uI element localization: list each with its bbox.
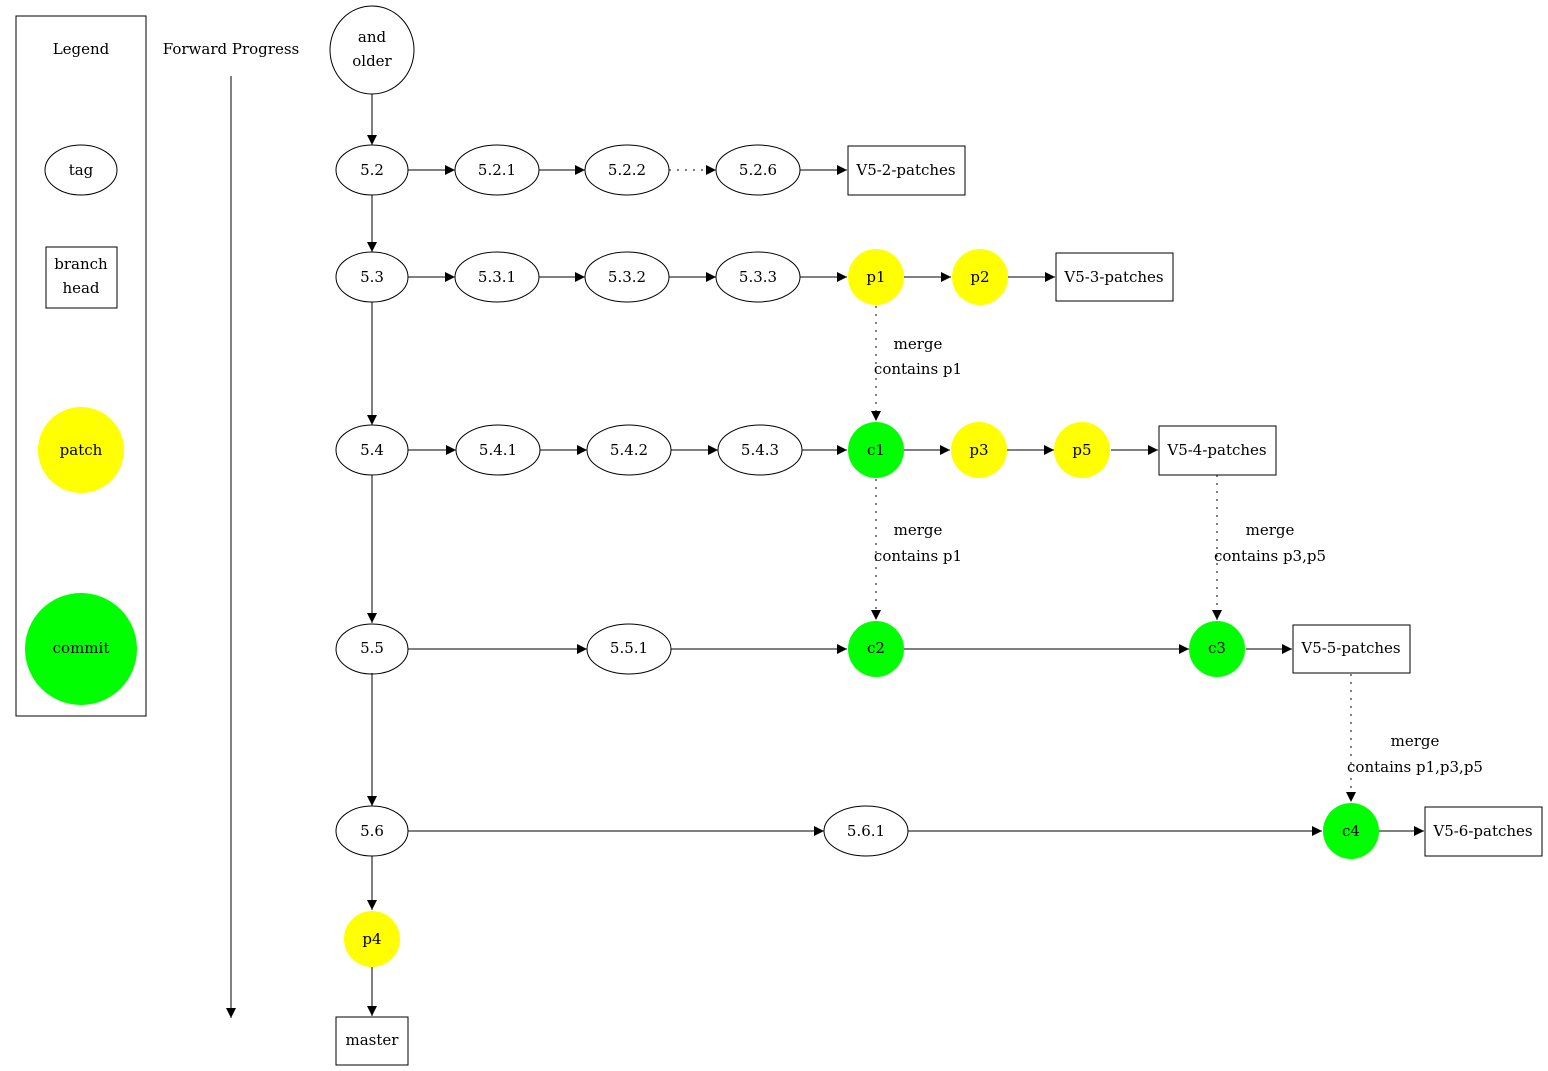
branch-v5-3-patches-label: V5-3-patches <box>1063 268 1163 286</box>
patch-p2 <box>952 249 1008 305</box>
tag-5-4 <box>335 424 409 476</box>
node-older-label-2: older <box>352 52 392 70</box>
branch-v5-5-patches <box>1292 624 1411 674</box>
tag-5-3 <box>335 251 409 303</box>
tag-5-5 <box>335 623 409 675</box>
tag-5-3-3 <box>715 251 801 303</box>
tag-5-4-2-label: 5.4.2 <box>610 441 648 459</box>
commit-c2-label: c2 <box>867 639 885 657</box>
tag-5-3-3-label: 5.3.3 <box>739 268 777 286</box>
tag-5-5-1 <box>586 623 672 675</box>
tag-5-2-2 <box>584 144 670 196</box>
legend-frame <box>15 15 147 717</box>
branch-v5-6-patches <box>1424 806 1543 857</box>
patch-p3 <box>951 422 1007 478</box>
patch-p1 <box>848 249 904 305</box>
tag-5-4-label: 5.4 <box>360 441 384 459</box>
legend-branch-head-label-1: branch <box>54 255 108 273</box>
tag-5-6-label: 5.6 <box>360 822 384 840</box>
merge-label-2-line-2: contains p1 <box>874 547 962 565</box>
nodes: and older 5.2 5.2.1 5.2.2 5.2.6 V5-2-pat… <box>329 5 1543 1066</box>
patch-p5 <box>1054 422 1110 478</box>
patch-p1-label: p1 <box>866 268 885 286</box>
merge-label-3-line-1: merge <box>1246 521 1295 539</box>
merge-label-1-line-2: contains p1 <box>874 360 962 378</box>
node-older-label-1: and <box>358 28 387 46</box>
patch-p5-label: p5 <box>1072 441 1091 459</box>
commit-c1 <box>848 422 904 478</box>
tag-5-4-3 <box>717 424 803 476</box>
branch-v5-4-patches <box>1158 425 1277 476</box>
tag-5-5-label: 5.5 <box>360 639 384 657</box>
tag-5-4-2 <box>586 424 672 476</box>
commit-c3 <box>1189 621 1245 677</box>
patch-p3-label: p3 <box>969 441 988 459</box>
forward-progress-label: Forward Progress <box>163 40 299 58</box>
merge-label-1-line-1: merge <box>894 335 943 353</box>
merge-label-4-line-1: merge <box>1391 732 1440 750</box>
tag-5-2-label: 5.2 <box>360 161 384 179</box>
merge-label-2-line-1: merge <box>894 521 943 539</box>
branch-v5-3-patches <box>1055 252 1174 302</box>
edges <box>367 94 1424 1016</box>
tag-5-2-2-label: 5.2.2 <box>608 161 646 179</box>
legend-tag-label: tag <box>69 161 94 179</box>
legend-patch-shape <box>38 407 124 493</box>
branch-v5-6-patches-label: V5-6-patches <box>1432 822 1532 840</box>
tag-5-2-1 <box>454 144 540 196</box>
tag-5-3-2-label: 5.3.2 <box>608 268 646 286</box>
commit-c1-label: c1 <box>867 441 885 459</box>
branch-v5-2-patches <box>847 145 966 196</box>
tag-5-5-1-label: 5.5.1 <box>610 639 648 657</box>
merge-labels: merge contains p1 merge contains p1 merg… <box>874 335 1483 776</box>
tag-5-6 <box>335 805 409 857</box>
node-older-shape <box>329 5 415 95</box>
legend-branch-head-label-2: head <box>62 279 99 297</box>
branch-master <box>335 1016 409 1066</box>
patch-p2-label: p2 <box>970 268 989 286</box>
legend: Legend tag branch head patch commit <box>15 15 147 717</box>
patch-p4-label: p4 <box>362 930 381 948</box>
tag-5-2-1-label: 5.2.1 <box>478 161 516 179</box>
branch-v5-4-patches-label: V5-4-patches <box>1166 441 1266 459</box>
commit-c2 <box>848 621 904 677</box>
tag-5-3-1-label: 5.3.1 <box>478 268 516 286</box>
commit-c4 <box>1323 803 1379 859</box>
tag-5-4-1-label: 5.4.1 <box>479 441 517 459</box>
branch-v5-5-patches-label: V5-5-patches <box>1300 639 1400 657</box>
tag-5-2 <box>335 144 409 196</box>
merge-label-4-line-2: contains p1,p3,p5 <box>1347 758 1483 776</box>
commit-c3-label: c3 <box>1208 639 1226 657</box>
legend-title: Legend <box>53 40 110 58</box>
tag-5-4-1 <box>455 424 541 476</box>
tag-5-6-1-label: 5.6.1 <box>847 822 885 840</box>
branch-master-label: master <box>346 1031 400 1049</box>
legend-patch-label: patch <box>60 441 103 459</box>
tag-5-2-6-label: 5.2.6 <box>739 161 777 179</box>
merge-label-3-line-2: contains p3,p5 <box>1214 547 1326 565</box>
legend-commit-label: commit <box>53 639 110 657</box>
tag-5-3-label: 5.3 <box>360 268 384 286</box>
patch-p4 <box>344 911 400 967</box>
legend-commit-shape <box>25 593 137 705</box>
tag-5-6-1 <box>823 805 909 857</box>
tag-5-3-2 <box>584 251 670 303</box>
branch-v5-2-patches-label: V5-2-patches <box>855 161 955 179</box>
legend-branch-head-shape <box>45 246 118 309</box>
legend-tag-shape <box>44 144 118 196</box>
tag-5-4-3-label: 5.4.3 <box>741 441 779 459</box>
tag-5-2-6 <box>715 144 801 196</box>
commit-c4-label: c4 <box>1342 822 1360 840</box>
tag-5-3-1 <box>454 251 540 303</box>
